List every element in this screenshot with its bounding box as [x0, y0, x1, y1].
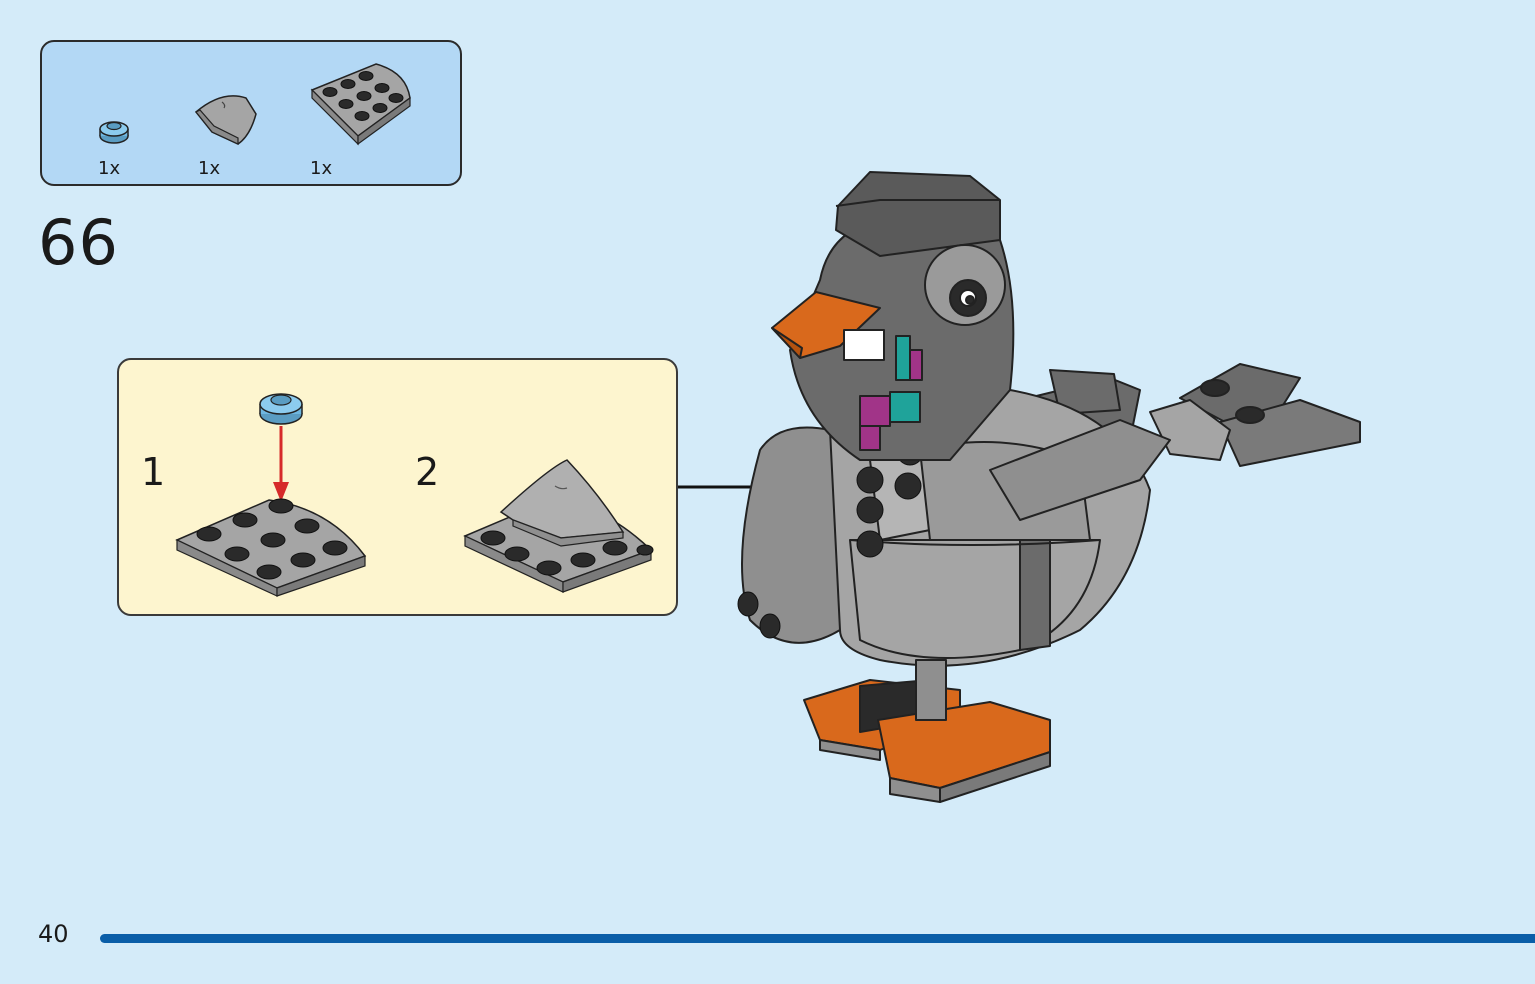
substep-1-illustration: [175, 393, 367, 597]
round-plate-1x1-icon: [99, 121, 129, 144]
substep-callout-box: 1 2: [117, 358, 678, 616]
footer-progress-bar: [100, 934, 1535, 943]
part-qty: 1x: [198, 158, 221, 179]
head-section: [771, 171, 1015, 461]
part-item-curved-slope: 1x: [192, 52, 262, 182]
part-item-round-plate: 1x: [94, 52, 134, 182]
pigeon-model-icon: [737, 171, 1361, 803]
quarter-round-plate-icon: [310, 63, 411, 146]
substep-label: 1: [141, 450, 166, 494]
substep-2-illustration: [463, 459, 654, 593]
quarter-round-plate-icon: [175, 498, 367, 597]
parts-list-box: 1x 1x 1x: [40, 40, 462, 186]
part-item-quarter-plate: 1x: [306, 52, 416, 182]
curved-slope-tile-icon: [194, 95, 257, 145]
round-plate-1x1-icon: [259, 393, 303, 425]
feet-section: [803, 659, 1051, 803]
part-qty: 1x: [98, 158, 121, 179]
placement-arrow-icon: [273, 426, 289, 502]
part-qty: 1x: [310, 158, 333, 179]
substep-label: 2: [415, 450, 440, 494]
page-number: 40: [38, 920, 69, 948]
curved-slope-tile-icon: [499, 459, 625, 539]
step-number: 66: [38, 206, 119, 279]
